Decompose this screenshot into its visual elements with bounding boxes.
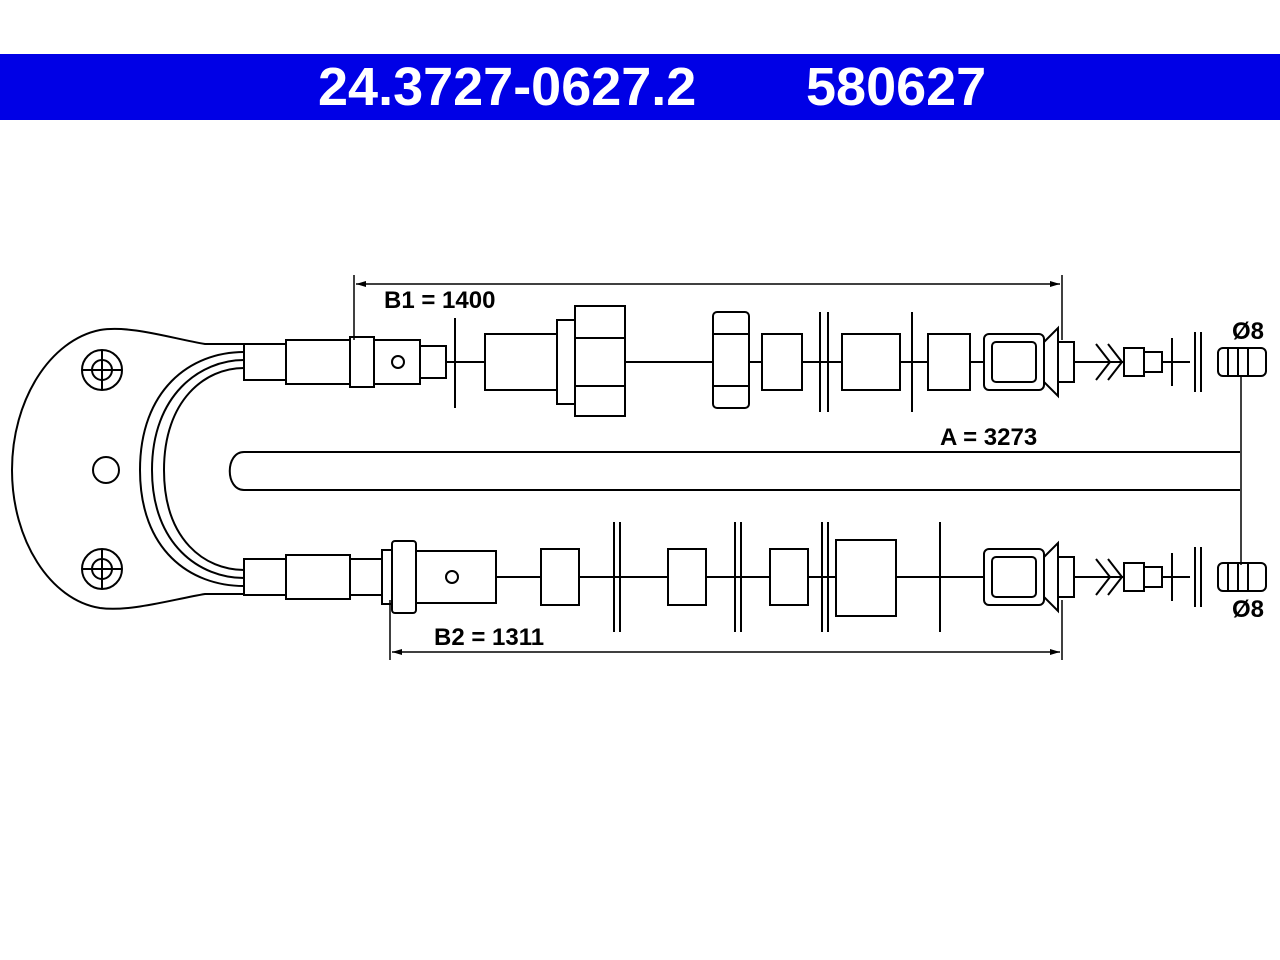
- a-dimension-label: A = 3273: [940, 424, 1037, 451]
- dimension-lines: [353, 275, 1242, 660]
- bolt-hole-bottom: [81, 548, 123, 590]
- part-number: 24.3727-0627.2: [318, 57, 697, 117]
- mounting-bracket: [10, 327, 245, 610]
- title-bar: 24.3727-0627.2 580627: [0, 54, 1280, 120]
- b2-dimension-label: B2 = 1311: [434, 624, 544, 651]
- bottom-cable: [243, 522, 1267, 632]
- bolt-hole-middle: [92, 456, 120, 484]
- bolt-hole-top: [81, 349, 123, 391]
- top-cable: [243, 305, 1267, 417]
- diameter-bottom-label: Ø8: [1232, 596, 1264, 623]
- return-cable: [228, 451, 1240, 491]
- diameter-top-label: Ø8: [1232, 318, 1264, 345]
- reference-number: 580627: [806, 57, 987, 117]
- b1-dimension-label: B1 = 1400: [384, 287, 495, 314]
